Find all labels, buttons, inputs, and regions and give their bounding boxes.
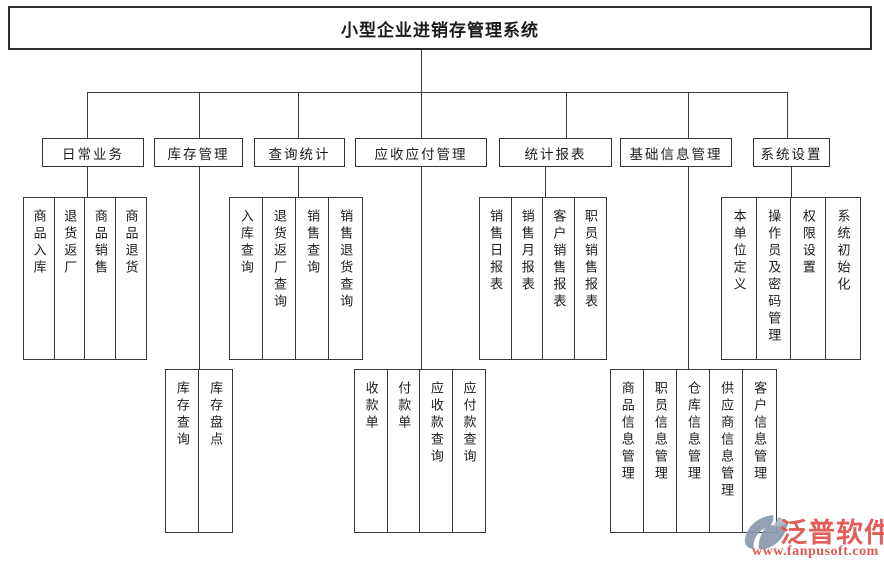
node-inventory-stocktake: 库存盘点 — [198, 369, 233, 533]
node-return-to-factory: 退货返厂 — [53, 197, 86, 360]
connector-root-stem — [421, 50, 422, 92]
node-inbound-query: 入库查询 — [229, 197, 264, 360]
node-payable-query: 应付款查询 — [451, 369, 486, 533]
watermark-url: www.fanpusoft.com — [752, 544, 879, 559]
group-receivable-payable: 收款单 付款单 应收款查询 应付款查询 — [354, 369, 486, 533]
connector-drop-inventory — [199, 92, 200, 138]
connector-drop-basic-info — [688, 92, 689, 138]
node-operator-password-mgmt: 操作员及密码管理 — [755, 197, 792, 360]
connector-drop-settings — [787, 92, 788, 138]
node-receipt-voucher: 收款单 — [354, 369, 389, 533]
node-system-initialization: 系统初始化 — [824, 197, 861, 360]
connector-drop-reports — [566, 92, 567, 138]
node-monthly-sales-report: 销售月报表 — [510, 197, 544, 360]
node-goods-sales: 商品销售 — [84, 197, 117, 360]
node-daily-sales-report: 销售日报表 — [479, 197, 513, 360]
node-goods-inbound: 商品入库 — [23, 197, 56, 360]
group-inventory-management: 库存查询 库存盘点 — [165, 369, 233, 533]
node-sales-query: 销售查询 — [295, 197, 330, 360]
connector-drop-query — [298, 92, 299, 138]
group-daily-business: 商品入库 退货返厂 商品销售 商品退货 — [23, 197, 147, 360]
node-staff-sales-report: 职员销售报表 — [573, 197, 607, 360]
node-permission-settings: 权限设置 — [790, 197, 827, 360]
node-basic-info-management: 基础信息管理 — [620, 138, 732, 167]
connector-basic-info-children — [688, 167, 689, 369]
node-customer-sales-report: 客户销售报表 — [542, 197, 576, 360]
node-warehouse-info: 仓库信息管理 — [676, 369, 711, 533]
connector-inventory-children — [199, 167, 200, 369]
root-title-box: 小型企业进销存管理系统 — [8, 6, 872, 50]
connector-daily-children — [87, 167, 88, 197]
page-title: 小型企业进销存管理系统 — [341, 20, 539, 40]
node-return-to-factory-query: 退货返厂查询 — [262, 197, 297, 360]
node-system-settings: 系统设置 — [753, 138, 830, 167]
node-supplier-info: 供应商信息管理 — [709, 369, 744, 533]
node-inventory-query: 库存查询 — [165, 369, 200, 533]
node-statistical-reports: 统计报表 — [499, 138, 612, 167]
node-goods-info: 商品信息管理 — [610, 369, 645, 533]
node-customer-info: 客户信息管理 — [742, 369, 777, 533]
connector-drop-daily — [87, 92, 88, 138]
connector-spine — [87, 92, 788, 93]
node-daily-business: 日常业务 — [42, 138, 144, 167]
connector-recv-pay-children — [421, 167, 422, 369]
node-company-definition: 本单位定义 — [721, 197, 758, 360]
node-inventory-management: 库存管理 — [154, 138, 243, 167]
node-receivable-query: 应收款查询 — [419, 369, 454, 533]
group-query-statistics: 入库查询 退货返厂查询 销售查询 销售退货查询 — [229, 197, 363, 360]
node-staff-info: 职员信息管理 — [643, 369, 678, 533]
node-receivable-payable: 应收应付管理 — [355, 138, 487, 167]
connector-query-children — [298, 167, 299, 197]
group-system-settings: 本单位定义 操作员及密码管理 权限设置 系统初始化 — [721, 197, 861, 360]
fanpu-logo-icon — [744, 514, 790, 550]
group-basic-info-management: 商品信息管理 职员信息管理 仓库信息管理 供应商信息管理 客户信息管理 — [610, 369, 777, 533]
connector-settings-children — [791, 167, 792, 197]
connector-drop-recv-pay — [421, 92, 422, 138]
watermark-brand: 泛普软件 — [780, 518, 884, 548]
node-payment-voucher: 付款单 — [386, 369, 421, 533]
node-sales-return-query: 销售退货查询 — [328, 197, 363, 360]
node-query-statistics: 查询统计 — [254, 138, 345, 167]
node-goods-return: 商品退货 — [114, 197, 147, 360]
group-statistical-reports: 销售日报表 销售月报表 客户销售报表 职员销售报表 — [479, 197, 607, 360]
connector-reports-children — [545, 167, 546, 197]
